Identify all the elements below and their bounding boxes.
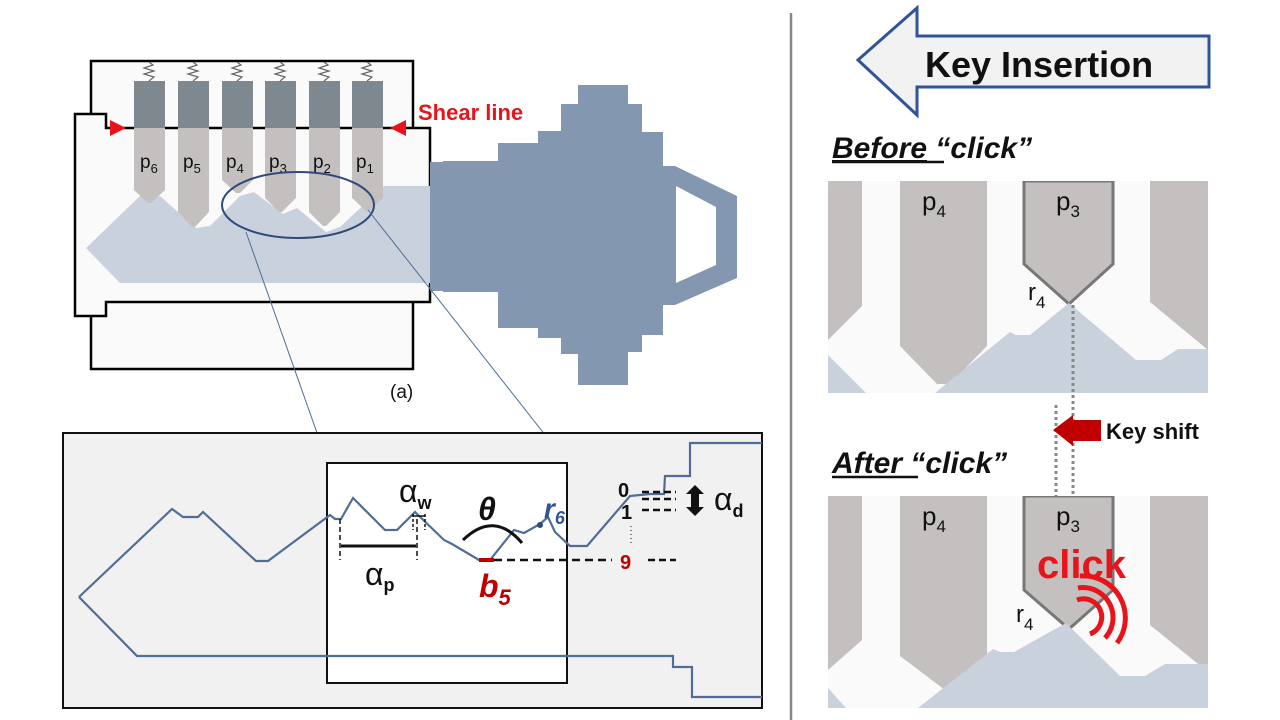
key-insertion-label: Key Insertion (925, 44, 1153, 85)
driver-pin (178, 81, 209, 128)
key-pin (309, 128, 340, 226)
pin-p4 (900, 496, 987, 690)
depth-level-9: 9 (620, 552, 631, 574)
alpha-d-label: αd (714, 481, 744, 521)
shear-line-label: Shear line (418, 100, 523, 125)
spring-icon (272, 61, 288, 82)
pin-labels: p6 p5 p4 p3 p2 p1 (140, 152, 374, 176)
pin-label-p4: p4 (922, 501, 946, 536)
shear-line-marker-right (390, 120, 406, 136)
left-arrow-icon (855, 4, 1211, 119)
pin-left-edge (828, 496, 862, 670)
key-profile-outline (78, 441, 762, 598)
pin-label-p6: p6 (140, 152, 158, 176)
key-blade (918, 623, 1208, 708)
zoom-connector-left (245, 231, 329, 465)
key-profile-bottom (78, 596, 762, 699)
zoom-connector-right (367, 209, 569, 465)
spring-icon (229, 61, 245, 82)
driver-pin (265, 81, 296, 128)
zoom-region-ellipse (221, 171, 375, 239)
alpha-p-dimension (339, 519, 418, 560)
alpha-w-dimension (412, 514, 426, 530)
key-pin (178, 128, 209, 227)
double-arrow-icon (686, 485, 704, 516)
driver-pin (222, 81, 253, 128)
key-profile-detail: αp αw θ r6 b5 0 1 9 αd (62, 432, 763, 709)
key-bow-hole (676, 186, 716, 283)
key-pin (222, 128, 253, 193)
pin-label-p3: p3 (1056, 186, 1080, 221)
theta-angle-arc (461, 524, 524, 544)
figure-caption-a: (a) (390, 382, 413, 403)
pin-label-p2: p2 (313, 152, 331, 176)
b5-label: b5 (479, 568, 512, 610)
pin-left-edge (828, 181, 862, 340)
r6-point (537, 522, 543, 528)
depth-guides (642, 490, 676, 562)
key-pin (265, 128, 296, 212)
click-label: click (1037, 543, 1127, 587)
zoom-window (326, 462, 568, 684)
driver-pins (134, 81, 383, 128)
key-insertion-arrow: Key Insertion (855, 4, 1211, 119)
alpha-w-label: αw (399, 473, 433, 513)
key-shift-arrow-icon (1053, 415, 1101, 446)
shear-line-marker-left (110, 120, 126, 136)
depth-level-1: 1 (621, 502, 632, 524)
pin-label-p4: p4 (922, 186, 946, 221)
pin-label-p3: p3 (269, 152, 287, 176)
key-bow (430, 85, 737, 385)
pin-p4 (900, 181, 987, 384)
key-blade (86, 186, 432, 283)
ridge-label-r4: r4 (1016, 601, 1033, 634)
pin-label-p5: p5 (183, 152, 201, 176)
driver-pin (309, 81, 340, 128)
pin-p3 (1022, 496, 1115, 631)
ridge-label-r4: r4 (1028, 279, 1045, 312)
pin-label-p1: p1 (356, 152, 374, 176)
pin-label-p3: p3 (1056, 501, 1080, 536)
pin-right-edge (1150, 496, 1208, 672)
sound-waves-icon (1076, 573, 1128, 645)
pin-label-p4: p4 (226, 152, 244, 176)
spring-icon (141, 61, 157, 82)
key-pin (352, 128, 383, 211)
theta-label: θ (478, 491, 496, 527)
spring-icon (185, 61, 201, 82)
key-pins (134, 128, 383, 227)
key-shift-label: Key shift (1106, 419, 1200, 444)
r6-label: r6 (544, 493, 566, 528)
after-click-title: After “click” (831, 447, 1007, 480)
driver-pin (134, 81, 165, 128)
key-pin (134, 128, 165, 203)
before-click-panel: p4 p3 r4 (828, 181, 1208, 393)
alpha-p-label: αp (365, 556, 395, 595)
after-click-panel: p4 p3 r4 click (828, 496, 1208, 708)
key-blade (828, 355, 866, 393)
driver-pin (352, 81, 383, 128)
spring-icon (316, 61, 332, 82)
spring-icon (359, 61, 375, 82)
depth-level-0: 0 (618, 480, 629, 502)
pin-p3 (1022, 181, 1115, 307)
lock-cylinder-diagram: p6 p5 p4 p3 p2 p1 Shear line (a) (73, 59, 737, 403)
before-click-title: Before “click” (832, 132, 1032, 165)
key-blade (828, 688, 846, 708)
pin-right-edge (1150, 181, 1208, 350)
springs (141, 61, 375, 82)
